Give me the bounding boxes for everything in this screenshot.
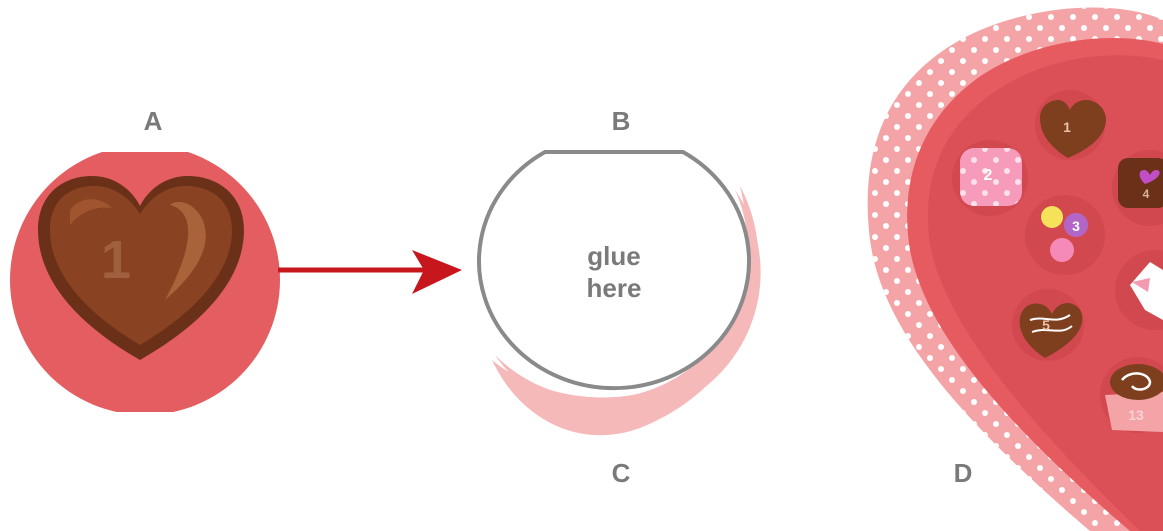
candy-3-number: 3 [1072, 218, 1080, 234]
chocolate-heart-icon [38, 176, 244, 360]
glue-here-text: glue here [552, 240, 676, 304]
candy-1-number: 1 [1063, 119, 1071, 135]
candy-4-number: 4 [1143, 187, 1150, 201]
piece-number: 1 [101, 230, 131, 290]
glue-line-1: glue [587, 241, 641, 271]
chocolate-box: 1 2 3 4 5 13 [867, 7, 1163, 531]
candy-2-number: 2 [984, 167, 993, 184]
label-c: C [611, 458, 631, 488]
glue-spot [477, 150, 761, 436]
label-d: D [953, 458, 973, 488]
label-b: B [611, 106, 631, 136]
piece-a: 1 [10, 152, 280, 412]
candy-13-truffle [1110, 364, 1163, 400]
candy-1-heart [1040, 100, 1106, 158]
arrow-right-icon [278, 250, 462, 294]
glue-line-2: here [586, 273, 642, 303]
label-a: A [143, 106, 163, 136]
candy-5-number: 5 [1042, 317, 1050, 333]
candy-4-square [1118, 158, 1163, 208]
candy-13-number: 13 [1128, 407, 1144, 423]
glue-outline [477, 150, 751, 391]
candy-13-wrapper [1105, 392, 1163, 432]
